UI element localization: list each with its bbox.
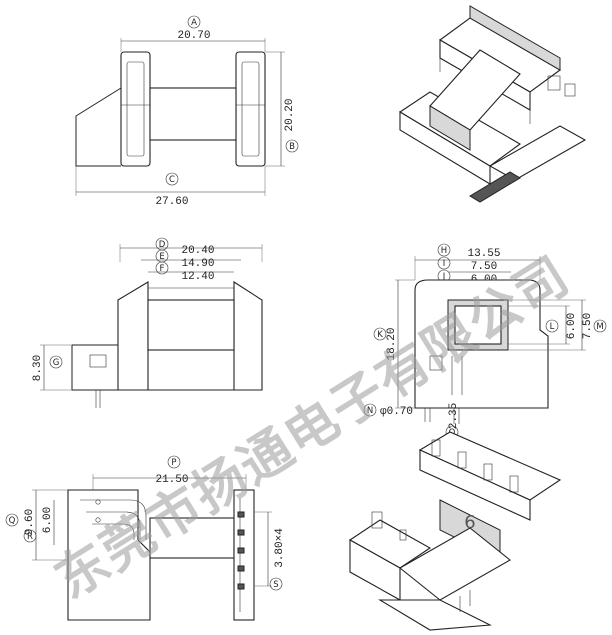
side-view: H 13.55 I 7.50 J 6.00 K 18.20 — [363, 243, 607, 439]
label-H: H — [441, 246, 447, 256]
label-R: R — [27, 532, 33, 542]
label-A: A — [191, 18, 197, 28]
label-E: E — [159, 252, 164, 262]
dim-P: 21.50 — [155, 474, 188, 486]
label-S: S — [273, 580, 278, 590]
dim-K: 18.20 — [386, 327, 398, 360]
label-P: P — [171, 458, 176, 468]
dim-O: 2.35 — [448, 403, 460, 429]
label-K: K — [377, 330, 383, 340]
dim-C: 27.60 — [155, 196, 188, 208]
dim-M: 7.50 — [582, 313, 594, 339]
dim-S: 3.80×4 — [274, 528, 286, 568]
dim-L: 6.00 — [566, 313, 578, 339]
top-view: A 20.70 20.20 B C 27.60 — [75, 15, 299, 208]
pin-count-badge: 6 — [464, 512, 475, 533]
dim-F: 12.40 — [181, 271, 214, 283]
dim-I: 7.50 — [471, 261, 497, 273]
bottom-view: P 21.50 9.60 Q 6.00 R 3.80×4 S — [5, 455, 286, 621]
label-D: D — [159, 240, 166, 250]
label-G: G — [53, 358, 60, 368]
label-A-circle — [187, 15, 201, 29]
label-M: M — [596, 322, 603, 332]
iso-view-bottom: 6 — [348, 431, 562, 631]
label-C: C — [169, 175, 175, 185]
iso-view-top — [398, 5, 587, 203]
dim-G: 8.30 — [32, 355, 44, 381]
dim-R: 6.00 — [42, 507, 54, 533]
label-N: N — [367, 406, 373, 416]
label-J: J — [442, 272, 446, 282]
dim-E: 14.90 — [181, 258, 214, 270]
dim-B: 20.20 — [284, 98, 296, 131]
dim-D: 20.40 — [181, 245, 214, 257]
dim-H: 13.55 — [467, 248, 500, 260]
label-L: L — [550, 322, 555, 332]
label-Q: Q — [9, 516, 16, 526]
dim-Q: 9.60 — [24, 509, 36, 535]
label-B: B — [289, 142, 295, 152]
dim-N: φ0.70 — [380, 406, 413, 418]
label-F: F — [160, 264, 165, 274]
dim-A: 20.70 — [177, 30, 210, 42]
front-view: D 20.40 E 14.90 F 12.40 8.30 G — [32, 237, 263, 408]
label-I: I — [443, 259, 446, 269]
